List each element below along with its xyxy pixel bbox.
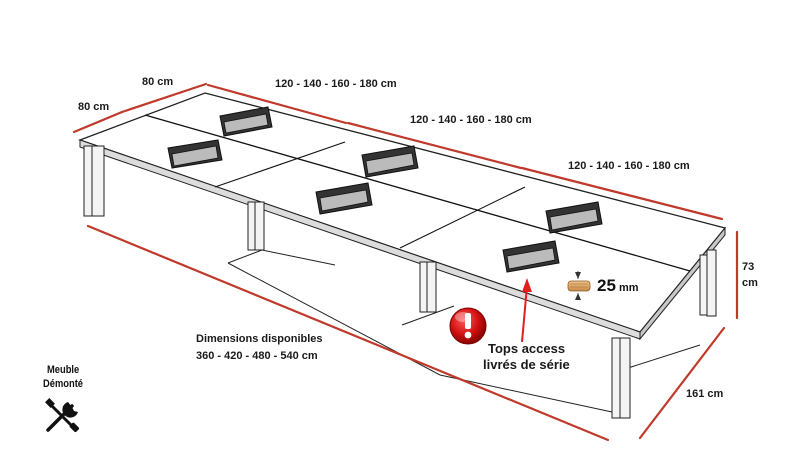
label-total-depth: 161 cm	[686, 388, 724, 400]
label-module-widths-1: 120 - 140 - 160 - 180 cm	[275, 78, 397, 90]
access-top	[219, 106, 273, 137]
access-top	[315, 182, 373, 215]
dim-line-total-depth	[638, 326, 726, 440]
dim-line-depth-short	[72, 110, 124, 134]
access-top	[502, 240, 560, 273]
available-dimensions-title: Dimensions disponibles	[196, 333, 323, 345]
exclamation-icon	[449, 307, 487, 345]
table-legs	[83, 145, 717, 419]
tools-icon	[45, 398, 80, 433]
wood-board-icon	[567, 271, 591, 300]
dimension-lines	[72, 82, 739, 442]
pointer-arrow	[521, 278, 532, 343]
label-depth-short: 80 cm	[78, 101, 110, 113]
available-dimensions-values: 360 - 420 - 480 - 540 cm	[196, 350, 318, 362]
assembly-line2: Démonté	[43, 378, 84, 390]
assembly-line1: Meuble	[47, 364, 80, 376]
label-module-widths-2: 120 - 140 - 160 - 180 cm	[410, 114, 532, 126]
table-top	[78, 92, 727, 341]
dim-line-module-3	[520, 166, 724, 221]
label-module-widths-3: 120 - 140 - 160 - 180 cm	[568, 160, 690, 172]
dim-line-module-2	[346, 121, 523, 170]
label-height-value: 73	[742, 261, 755, 273]
access-top	[545, 201, 603, 234]
label-width-short: 80 cm	[142, 76, 174, 88]
tops-access-line1: Tops access	[488, 341, 566, 356]
access-top	[167, 139, 223, 169]
tops-access-line2: livrés de série	[483, 357, 570, 372]
dim-line-total-length	[86, 224, 610, 442]
label-height-unit: cm	[742, 277, 758, 289]
thickness-value: 25	[597, 276, 616, 295]
access-top	[361, 145, 419, 178]
thickness-unit: mm	[619, 282, 639, 294]
dim-line-module-1	[206, 83, 348, 125]
dim-line-width-short	[120, 82, 208, 114]
